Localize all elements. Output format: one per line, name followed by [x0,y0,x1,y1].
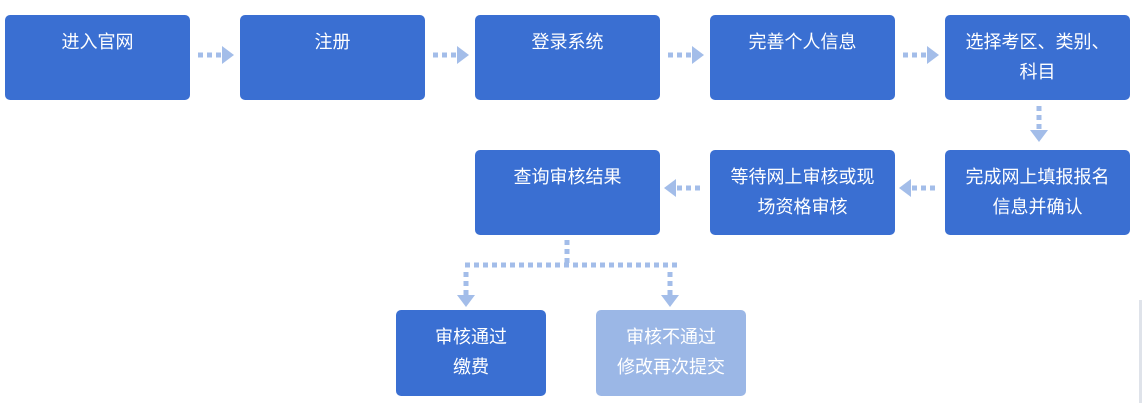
edge-s1-s2-arrowhead [222,46,234,64]
step-label: 注册 [314,32,351,53]
edge-s4-s5-dot [912,52,917,58]
edge-s2-s3-dot [442,52,447,58]
edge-s8-branch-dot [645,262,650,268]
edge-s8-branch-dot [654,262,659,268]
edge-s8-s9-dot [463,272,469,277]
step-label-line1: 等待网上审核或现 [730,167,875,188]
edge-s8-branch-dot [519,262,524,268]
edge-s4-s5-dot [903,52,908,58]
step-submit-form: 完成网上填报报名 信息并确认 [945,150,1130,235]
edge-s2-s3-dot [433,52,438,58]
edge-s7-s8-dot [695,185,700,191]
step-complete-info: 完善个人信息 [710,15,895,100]
edge-s8-branch-dot [492,262,497,268]
edge-s5-s6-dot [1036,124,1042,129]
step-enter-website: 进入官网 [5,15,190,100]
step-register: 注册 [240,15,425,100]
edge-divider [1139,300,1142,403]
edge-s3-s4-dot [686,52,691,58]
step-label-line1: 审核通过 [435,327,507,348]
step-label-line2: 科目 [1019,62,1056,83]
step-label-line1: 审核不通过 [626,327,716,348]
step-label: 完善个人信息 [748,32,857,53]
edge-s8-branch-dot [555,262,560,268]
step-wait-review: 等待网上审核或现 场资格审核 [710,150,895,235]
edge-s8-branch-dot [501,262,506,268]
step-approved-pay: 审核通过 缴费 [396,310,546,396]
step-label-line2: 缴费 [453,357,489,378]
step-label-line1: 选择考区、类别、 [965,32,1110,53]
edge-s8-branch-dot [564,262,569,268]
step-label-line1: 完成网上填报报名 [965,167,1110,188]
edge-s6-s7-arrowhead [899,179,911,197]
step-label-line2: 修改再次提交 [617,357,725,378]
edge-s8-s9-dot [463,290,469,295]
edge-s8-branch-dot [591,262,596,268]
edge-s8-branch-dot [609,262,614,268]
edge-s8-branch-dot [564,240,570,245]
edge-s8-branch-dot [465,262,470,268]
edge-s8-s10-dot [667,290,673,295]
step-select-area: 选择考区、类别、 科目 [945,15,1130,100]
edge-s6-s7-dot [912,185,917,191]
edge-s8-branch-dot [663,262,668,268]
edge-s8-s10-dot [667,281,673,286]
edge-s6-s7-dot [930,185,935,191]
edge-s5-s6-dot [1036,106,1042,111]
edge-s1-s2-dot [207,52,212,58]
edge-s5-s6-arrowhead [1030,130,1048,142]
edge-s6-s7-dot [921,185,926,191]
edge-s8-branch-dot [474,262,479,268]
edge-s8-branch-dot [582,262,587,268]
edge-s2-s3-dot [451,52,456,58]
step-label: 查询审核结果 [513,167,622,188]
edge-s8-branch-dot [546,262,551,268]
edge-s8-branch-dot [627,262,632,268]
edge-s8-branch-dot [510,262,515,268]
edge-s8-branch-dot [528,262,533,268]
edge-s7-s8-arrowhead [664,179,676,197]
edge-s8-branch-dot [600,262,605,268]
edge-s8-branch-dot [564,258,570,263]
edge-s4-s5-arrowhead [927,46,939,64]
step-check-result: 查询审核结果 [475,150,660,235]
step-label-line2: 场资格审核 [757,197,848,218]
step-label-line2: 信息并确认 [992,197,1083,218]
edge-s8-branch-dot [672,262,677,268]
edge-s8-branch-dot [483,262,488,268]
edge-s8-branch-dot [636,262,641,268]
edge-s3-s4-dot [677,52,682,58]
edge-s3-s4-arrowhead [692,46,704,64]
edge-s3-s4-dot [668,52,673,58]
edge-s8-branch-dot [618,262,623,268]
step-label: 登录系统 [531,32,604,53]
edge-s2-s3-arrowhead [457,46,469,64]
edge-s7-s8-dot [677,185,682,191]
edge-s8-s9-arrowhead [457,295,475,307]
edge-s4-s5-dot [921,52,926,58]
edge-s1-s2-dot [216,52,221,58]
edge-s8-s9-dot [463,281,469,286]
edge-s8-branch-dot [564,249,570,254]
edge-s1-s2-dot [198,52,203,58]
edge-s8-branch-dot [573,262,578,268]
edge-s8-branch-dot [537,262,542,268]
edge-s7-s8-dot [686,185,691,191]
step-rejected-resubmit: 审核不通过 修改再次提交 [596,310,746,396]
edge-s5-s6-dot [1036,115,1042,120]
step-login: 登录系统 [475,15,660,100]
edge-s8-s10-dot [667,272,673,277]
edge-s8-s10-arrowhead [661,295,679,307]
step-label: 进入官网 [61,32,134,53]
